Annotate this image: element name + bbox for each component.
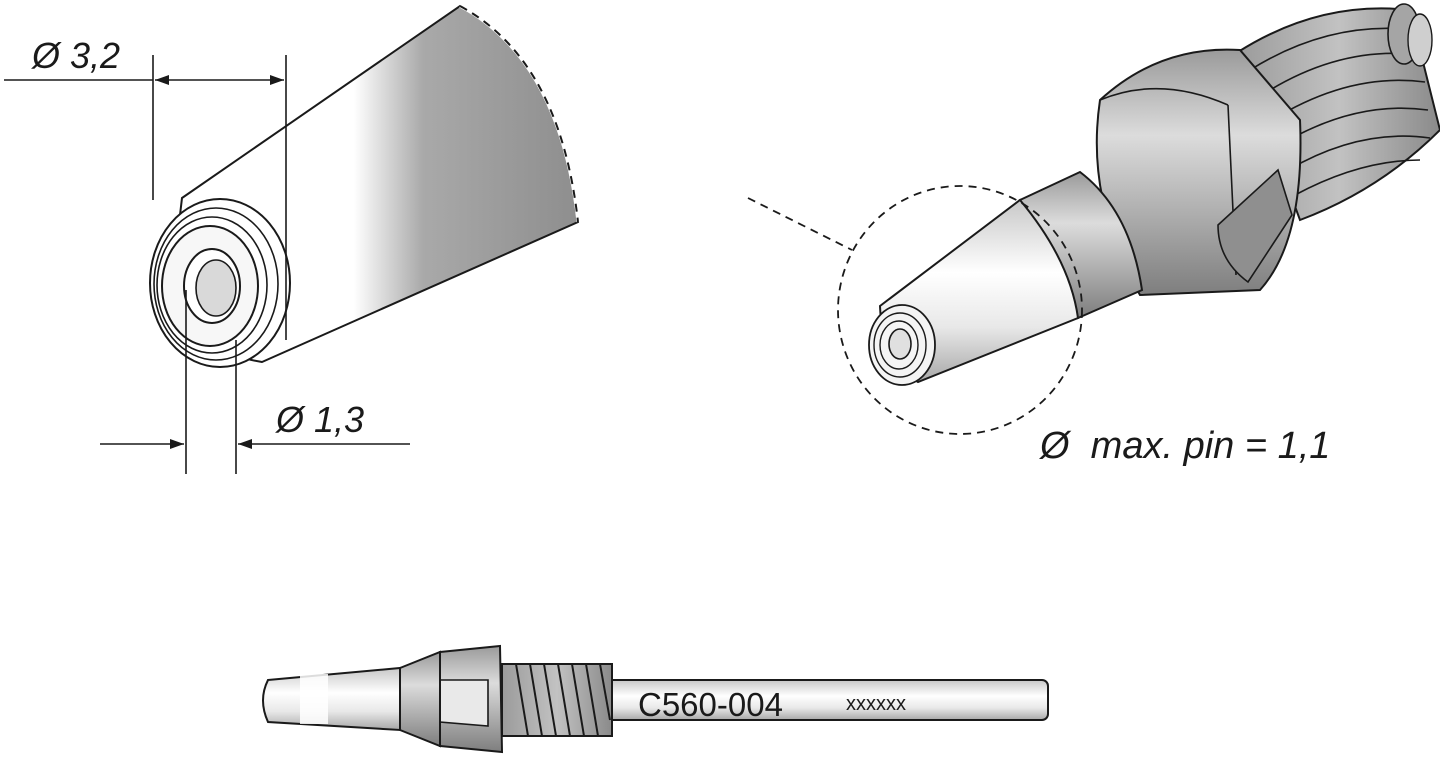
side-tip-nose [262, 666, 401, 732]
tip-front-ring-2 [153, 207, 279, 361]
side-hex-facet [439, 679, 489, 727]
serial-marking-label: xxxxxx [846, 693, 906, 715]
side-cone [399, 650, 441, 748]
side-thread-lines [515, 663, 611, 737]
tip-detail-view: Ø 3,2 Ø 1,3 [4, 4, 580, 474]
small-tip-ring-mid [873, 312, 927, 378]
small-tip-ring-inner [879, 320, 919, 370]
side-tip-highlight [300, 674, 328, 724]
detail-circle [837, 185, 1083, 435]
dim-inner-label: Ø 1,3 [275, 399, 364, 440]
dim-outer-label: Ø 3,2 [31, 35, 120, 76]
tip-front-ring-3 [156, 216, 268, 354]
tip-bore-inner [195, 259, 237, 317]
side-thread [501, 663, 613, 737]
small-tip-bore [888, 328, 912, 360]
break-line-dashed [459, 5, 579, 223]
detail-leader [747, 197, 853, 251]
part-number-label: C560-004 [638, 686, 783, 723]
tip-perspective-view: Ø max. pin = 1,1 [747, 3, 1440, 467]
tip-side-view: C560-004 xxxxxx [262, 644, 1049, 754]
max-pin-label: Ø max. pin = 1,1 [1038, 425, 1330, 467]
hex-flat [1217, 168, 1293, 284]
hex-collar-edge [1099, 87, 1229, 106]
